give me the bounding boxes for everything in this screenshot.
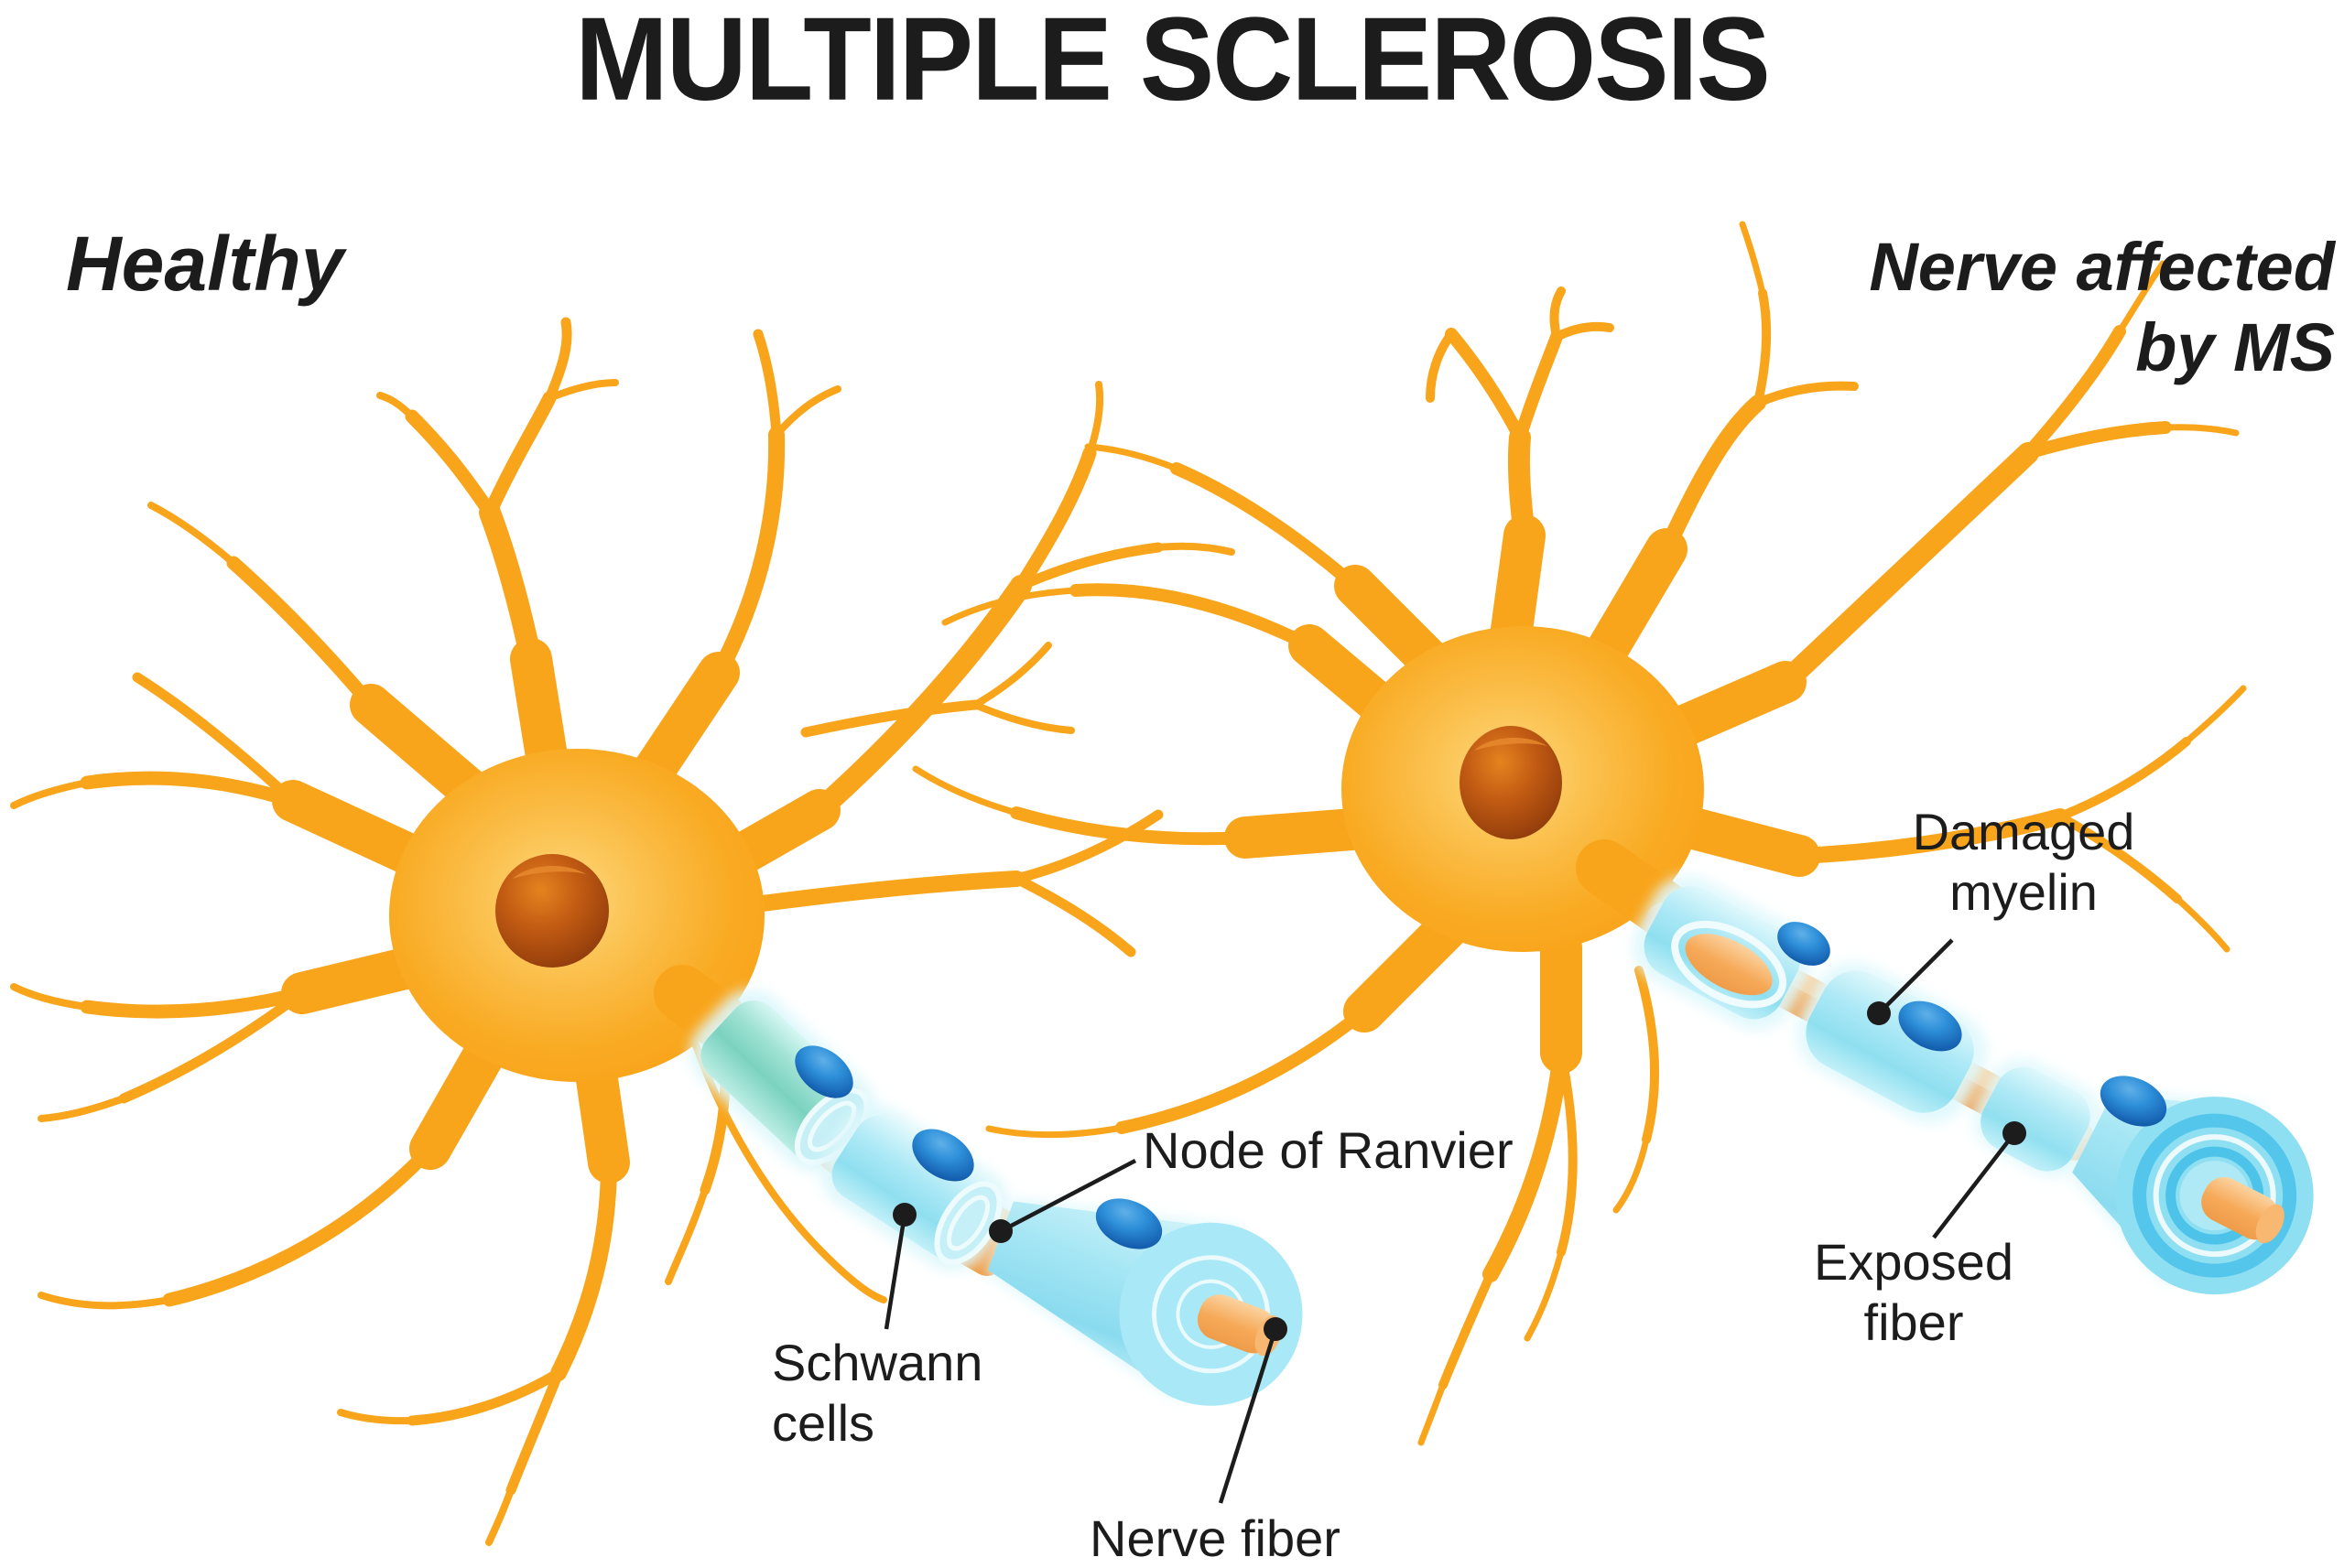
healthy-panel-label: Healthy	[66, 221, 344, 307]
myelin-segment-2	[819, 1105, 1009, 1271]
schwann-nucleus-2	[912, 1129, 974, 1182]
dendrite-tips	[912, 221, 2247, 1446]
schwann-nucleus-1	[1777, 922, 1830, 966]
damaged-myelin-marker-dot	[1867, 1001, 1891, 1025]
exposed-fiber-leader-line	[1932, 1131, 2016, 1239]
exposed-fiber-line1: Exposed	[1814, 1233, 2013, 1291]
nerve-fiber-label: Nerve fiber	[1090, 1509, 1340, 1567]
myelin-terminal-cone	[986, 1197, 1303, 1406]
healthy-axon	[654, 965, 1303, 1406]
dendrite-main	[1507, 427, 2039, 693]
damaged-myelin-line1: Damaged	[1912, 803, 2135, 860]
page-title: MULTIPLE SCLEROSIS	[575, 0, 1771, 125]
damaged-terminal-cone	[2070, 1090, 2314, 1295]
exposed-fiber-line2: fiber	[1863, 1293, 1964, 1351]
schwann-cells-line2: cells	[772, 1394, 875, 1452]
nucleus-highlight	[1474, 737, 1547, 751]
schwann-nucleus-3	[1095, 1198, 1163, 1249]
damaged-myelin-label: Damaged myelin	[1886, 802, 2161, 923]
dendrite-main	[479, 502, 1032, 821]
lesion-ring-outer	[2132, 1113, 2297, 1278]
damaged-myelin-leader-line	[1877, 938, 1954, 1015]
schwann-nucleus-1	[795, 1045, 853, 1098]
schwann-cells-line1: Schwann	[772, 1334, 983, 1391]
schwann-nucleus-3	[2100, 1076, 2167, 1127]
damaged-myelin-line2: myelin	[1949, 863, 2098, 921]
affected-label-line2: by MS	[2135, 309, 2335, 385]
exposed-fiber-marker-dot	[2002, 1121, 2026, 1145]
dendrite-secondary	[1482, 395, 2068, 1282]
myelin-segment-1	[689, 989, 877, 1173]
cell-nucleus	[495, 854, 609, 968]
schwann-cells-marker-dot	[893, 1203, 917, 1227]
dendrite-stubs	[1224, 514, 1820, 1074]
exposed-fiber-label: Exposed fiber	[1799, 1232, 2028, 1353]
dendrite-twigs	[1426, 287, 2191, 1390]
annotation-markers	[884, 938, 2026, 1504]
affected-panel-label: Nerve affected by MS	[1869, 227, 2335, 388]
nerve-fiber-leader-line	[1218, 1328, 1278, 1504]
dendrite-branches	[1010, 325, 2172, 1134]
node-of-ranvier-label: Node of Ranvier	[1143, 1121, 1514, 1179]
node-of-ranvier-leader-line	[999, 1159, 1137, 1233]
dendrite-tips	[10, 379, 1235, 1546]
cell-nucleus	[1460, 726, 1562, 839]
nucleus-highlight	[513, 865, 586, 879]
affected-neuron	[912, 221, 2247, 1446]
nerve-fiber-marker-dot	[1264, 1317, 1287, 1341]
schwann-cells-label: Schwann cells	[772, 1333, 982, 1454]
node-of-ranvier-marker-dot	[989, 1219, 1013, 1243]
schwann-cells-leader-line	[884, 1214, 907, 1330]
dendrite-branches	[80, 391, 1097, 1307]
dendrite-secondary	[550, 427, 1025, 1381]
damaged-myelin-patch-1	[1633, 875, 1813, 1031]
affected-label-line1: Nerve affected	[1869, 229, 2335, 305]
lesion-window-fiber	[1685, 934, 1773, 996]
dendrite-stubs	[272, 638, 841, 1184]
schwann-nucleus-2	[1898, 1000, 1962, 1052]
damaged-myelin-patch-2	[1796, 961, 1988, 1124]
